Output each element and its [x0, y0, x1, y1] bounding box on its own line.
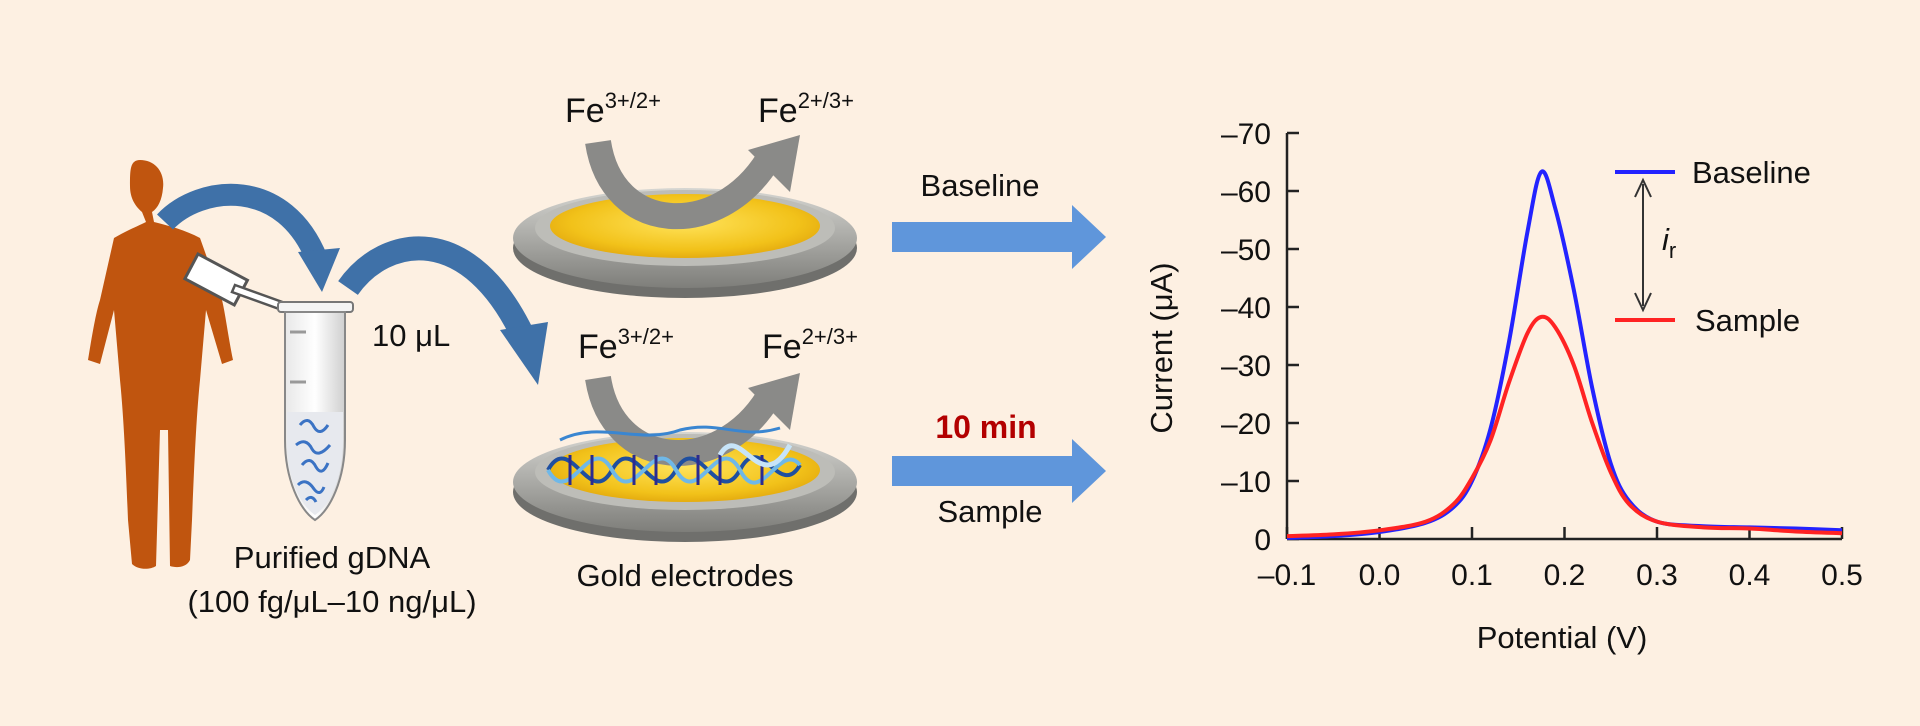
- x-tick-label: 0.4: [1729, 559, 1771, 592]
- y-tick-label: –10: [1221, 466, 1271, 499]
- voltammogram-chart: 0 –10 –20 –30 –40 –50 –60 –70 –0.1 0.0 0.1 0.2 0.3 0…: [1144, 118, 1863, 655]
- gdna-label-line2: (100 fg/μL–10 ng/μL): [187, 584, 476, 619]
- volume-label: 10 μL: [372, 318, 450, 353]
- y-axis-label: Current (μA): [1144, 262, 1179, 433]
- y-tick-label: –20: [1221, 408, 1271, 441]
- ir-double-arrow-icon: [1634, 177, 1652, 313]
- time-label: 10 min: [935, 409, 1036, 445]
- y-tick-label: –50: [1221, 234, 1271, 267]
- y-tick-label: –40: [1221, 292, 1271, 325]
- electrodes-label: Gold electrodes: [576, 558, 793, 593]
- y-tick-label: –60: [1221, 176, 1271, 209]
- dna-strands-icon: [546, 425, 802, 485]
- y-tick-label: –70: [1221, 118, 1271, 151]
- pipette-icon: [182, 251, 287, 312]
- flow-arrow-sample-icon: [892, 439, 1106, 503]
- x-tick-label: 0.1: [1451, 559, 1493, 592]
- sample-curve: [1286, 314, 1843, 539]
- y-axis-ticks: 0 –10 –20 –30 –40 –50 –60 –70: [1221, 118, 1299, 557]
- flow-arrow-baseline-icon: [892, 205, 1106, 269]
- curved-arrow-to-electrode-icon: [338, 236, 548, 385]
- x-tick-label: 0.2: [1544, 559, 1586, 592]
- legend-label-sample: Sample: [1695, 303, 1800, 338]
- fe-label-top-left: Fe3+/2+: [565, 88, 661, 130]
- redox-arrow-baseline-icon: [585, 135, 800, 230]
- x-tick-label: 0.3: [1636, 559, 1678, 592]
- fe-label-bottom-right: Fe2+/3+: [762, 324, 858, 366]
- sample-tube-icon: [277, 301, 354, 522]
- legend-label-baseline: Baseline: [1692, 155, 1811, 190]
- x-tick-label: 0.5: [1821, 559, 1863, 592]
- curved-arrow-to-tube-icon: [157, 183, 340, 292]
- x-tick-label: 0.0: [1359, 559, 1401, 592]
- gdna-label-line1: Purified gDNA: [234, 540, 431, 575]
- y-tick-label: 0: [1254, 524, 1271, 557]
- ir-annotation: ir: [1662, 222, 1676, 263]
- x-axis-ticks: –0.1 0.0 0.1 0.2 0.3 0.4 0.5: [1258, 527, 1863, 592]
- y-tick-label: –30: [1221, 350, 1271, 383]
- baseline-curve: [1286, 169, 1843, 540]
- fe-label-top-right: Fe2+/3+: [758, 88, 854, 130]
- person-silhouette-icon: [88, 160, 233, 569]
- redox-arrow-sample-icon: [585, 373, 800, 466]
- x-tick-label: –0.1: [1258, 559, 1316, 592]
- baseline-flow-label: Baseline: [921, 168, 1040, 203]
- x-axis-label: Potential (V): [1477, 620, 1648, 655]
- fe-label-bottom-left: Fe3+/2+: [578, 324, 674, 366]
- sample-flow-label: Sample: [937, 494, 1042, 529]
